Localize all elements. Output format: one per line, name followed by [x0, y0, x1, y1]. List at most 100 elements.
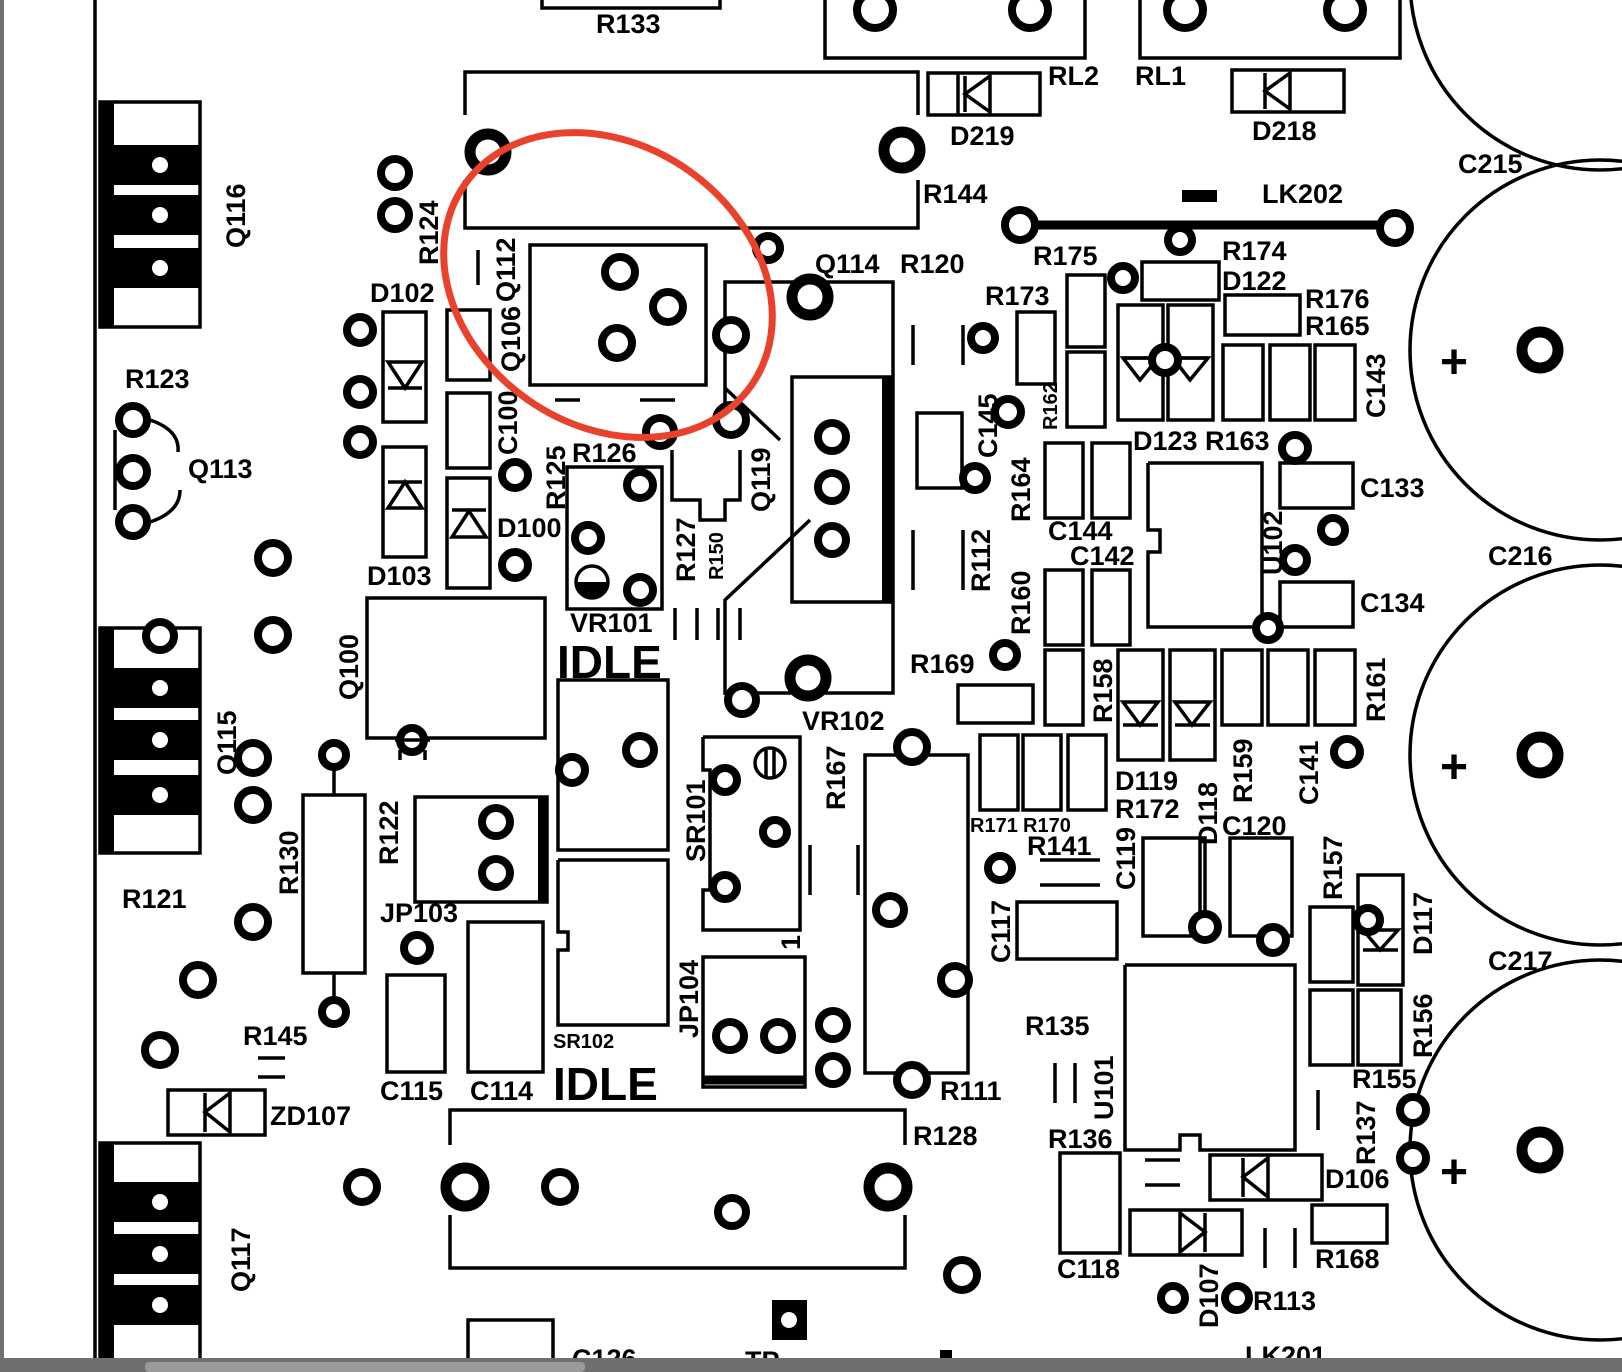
label-d122: D122	[1222, 266, 1287, 296]
label-r173: R173	[985, 281, 1050, 311]
label-q106: Q106	[496, 306, 526, 372]
label-sr102: SR102	[553, 1031, 614, 1053]
label-d119: D119	[1115, 766, 1178, 796]
label-r169: R169	[910, 649, 975, 679]
resistor-r111	[863, 728, 973, 1099]
label-c117: C117	[986, 900, 1016, 963]
highlight-ellipse	[440, 129, 776, 441]
label-c118: C118	[1057, 1254, 1120, 1284]
label-r124: R124	[414, 200, 444, 265]
label-r172: R172	[1115, 794, 1180, 824]
label-jp104: JP104	[674, 960, 704, 1038]
svg-text:+: +	[1440, 336, 1468, 389]
diode-d103	[381, 445, 428, 559]
transistor-q100	[365, 596, 547, 760]
label-r163: R163	[1205, 426, 1270, 456]
label-c114: C114	[470, 1076, 533, 1106]
label-c215: C215	[1458, 149, 1523, 179]
label-d102: D102	[370, 278, 435, 308]
label-r160: R160	[1006, 570, 1036, 635]
label-d103: D103	[367, 561, 432, 591]
label-c100: C100	[493, 390, 523, 455]
label-r133: R133	[596, 9, 661, 39]
label-d123: D123	[1133, 426, 1198, 456]
label-d106: D106	[1325, 1164, 1390, 1194]
label-rl1: RL1	[1135, 61, 1186, 91]
label-q119: Q119	[746, 447, 776, 512]
label-r174: R174	[1222, 236, 1287, 266]
label-d100: D100	[497, 513, 562, 543]
potentiometer-vr101	[565, 465, 664, 611]
label-c217: C217	[1488, 946, 1553, 976]
label-c120: C120	[1222, 811, 1287, 841]
label-r111: R111	[940, 1076, 1002, 1106]
label-c142: C142	[1070, 541, 1135, 571]
diode-d102	[381, 310, 428, 424]
label-d219: D219	[950, 121, 1015, 151]
label-r128: R128	[913, 1121, 978, 1151]
label-rl2: RL2	[1048, 61, 1099, 91]
label-r165: R165	[1305, 311, 1370, 341]
diode-d100	[445, 476, 492, 590]
label-r122: R122	[374, 800, 404, 865]
resistor-r144	[463, 70, 926, 230]
resistor-r128	[440, 1108, 913, 1270]
link-lk202	[1001, 190, 1414, 247]
label-vr101: VR101	[570, 608, 653, 638]
label-u102: U102	[1258, 510, 1288, 575]
capacitor-c133	[1278, 461, 1355, 510]
diode-d107	[1128, 1208, 1244, 1257]
capacitor-c114	[466, 920, 545, 1074]
label-d118: D118	[1193, 782, 1223, 845]
zener-zd107	[166, 1088, 267, 1137]
label-c134: C134	[1360, 588, 1425, 618]
label-r162: R162	[1040, 382, 1062, 430]
transistor-q119	[790, 375, 894, 604]
capacitor-c117	[1015, 900, 1119, 961]
capacitor-c216: +	[1408, 563, 1622, 947]
label-d218: D218	[1252, 116, 1317, 146]
label-r167: R167	[821, 745, 851, 810]
capacitor-q106	[445, 308, 492, 382]
label-c216: C216	[1488, 541, 1553, 571]
label-r175: R175	[1033, 241, 1098, 271]
label-u101: U101	[1089, 1055, 1119, 1120]
capacitor-c100	[445, 391, 492, 470]
capacitor-c215: +	[1408, 0, 1622, 542]
label-c141: C141	[1294, 740, 1324, 805]
label-sr101: SR101	[681, 779, 711, 862]
capacitor-c118	[1058, 1151, 1122, 1255]
diode-d219	[926, 71, 1042, 117]
transistor-r122	[413, 795, 549, 904]
diode-d119	[1116, 648, 1165, 762]
label-c119: C119	[1111, 827, 1141, 890]
label-r171: R171	[970, 815, 1018, 837]
diode-d218	[1230, 68, 1346, 114]
label-r123: R123	[125, 364, 190, 394]
transistor-q115	[98, 618, 202, 855]
label-d117: D117	[1408, 892, 1438, 955]
transistor-q116	[98, 100, 202, 329]
relay-rl1	[1138, 0, 1402, 60]
label-q116: Q116	[221, 183, 251, 248]
label-r157: R157	[1318, 835, 1348, 900]
label-vr102: VR102	[802, 706, 885, 736]
label-r135: R135	[1025, 1011, 1090, 1041]
capacitor-c115	[385, 973, 447, 1074]
transistor-q112	[528, 232, 784, 402]
label-r125: R125	[541, 445, 571, 510]
label-q115: Q115	[212, 710, 242, 775]
block-sr102	[556, 858, 670, 1027]
label-lk202: LK202	[1262, 179, 1343, 209]
label-r176: R176	[1305, 284, 1370, 314]
label-r144: R144	[923, 179, 988, 209]
ic-u101	[1123, 963, 1297, 1152]
label-r121: R121	[122, 884, 187, 914]
label-c133: C133	[1360, 473, 1425, 503]
label-c144: C144	[1048, 516, 1113, 546]
label-jp103: JP103	[380, 898, 458, 928]
capacitor-c134	[1278, 580, 1355, 629]
label-r168: R168	[1315, 1244, 1380, 1274]
label-zd107: ZD107	[270, 1101, 351, 1131]
label-r141: R141	[1027, 831, 1092, 861]
